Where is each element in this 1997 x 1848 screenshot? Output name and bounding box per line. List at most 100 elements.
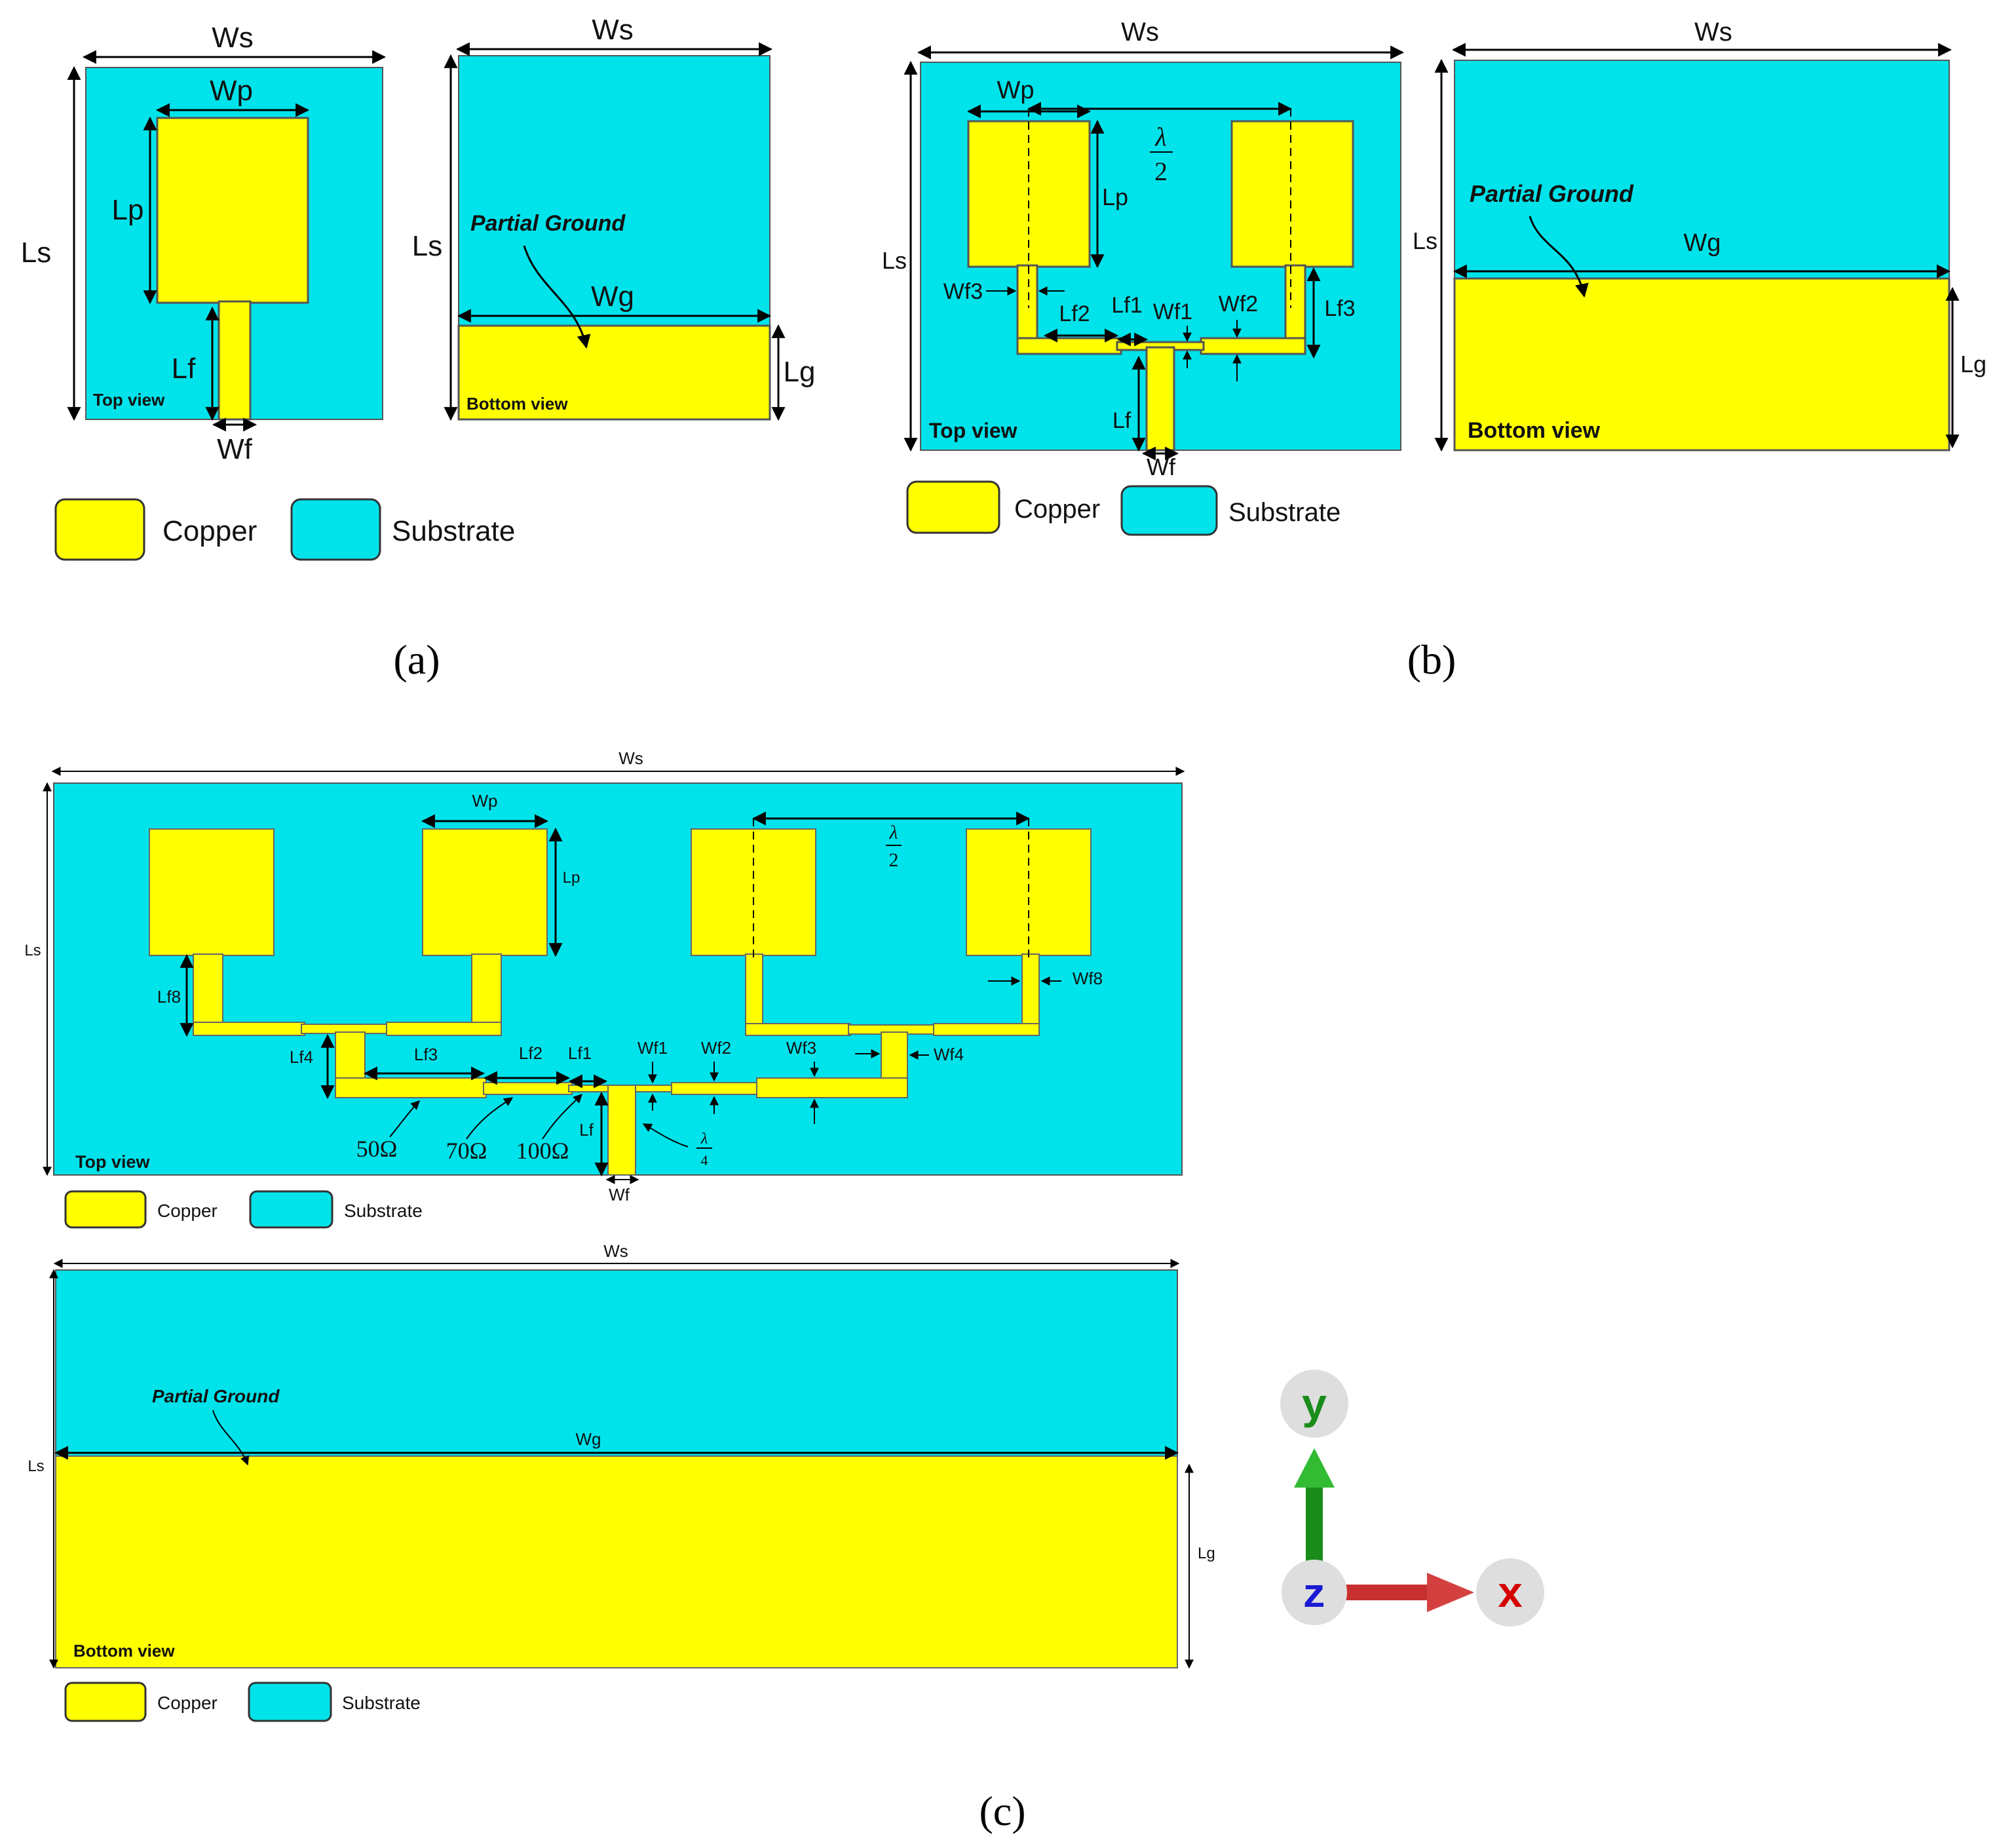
copper-label: Copper	[1014, 495, 1100, 524]
copper-swatch	[64, 1682, 147, 1722]
copper-label: Copper	[162, 515, 257, 547]
feed-main	[1145, 346, 1175, 452]
view-label: Bottom view	[73, 1641, 175, 1661]
feed-right-horizontal	[1200, 337, 1306, 355]
label-ls: Ls	[882, 247, 907, 274]
substrate-label: Substrate	[1228, 498, 1341, 527]
ground-plane	[1453, 277, 1950, 452]
partial-ground-label: Partial Ground	[152, 1386, 280, 1406]
label-lf: Lf	[579, 1120, 594, 1140]
substrate-label: Substrate	[392, 515, 515, 547]
line-lower-5	[671, 1082, 761, 1095]
label-wp: Wp	[210, 75, 253, 107]
imp-50-arrow	[389, 1100, 420, 1138]
label-wf2: Wf2	[701, 1038, 731, 1058]
label-ls: Ls	[24, 942, 41, 959]
label-lp: Lp	[1102, 183, 1128, 210]
label-lf2: Lf2	[519, 1043, 542, 1063]
z-axis-label: z	[1302, 1573, 1326, 1619]
label-wf3: Wf3	[943, 279, 983, 304]
view-label: Bottom view	[1468, 418, 1601, 443]
lambda4-arrow	[642, 1123, 689, 1147]
copper-swatch	[906, 480, 1000, 534]
panel-caption: (a)	[393, 636, 440, 683]
line-lower-1	[335, 1077, 487, 1098]
lambda-num: λ	[1154, 122, 1166, 151]
panel-b: Ws Wp λ 2 Lp Ls Wf3 Lf2 Lf1 Wf1 Wf2 Lf3 …	[882, 18, 1987, 683]
copper-label: Copper	[157, 1693, 218, 1713]
label-lp: Lp	[112, 194, 144, 226]
label-ws: Ws	[603, 1241, 628, 1261]
legend: Copper Substrate	[906, 480, 1341, 536]
copper-label: Copper	[157, 1201, 218, 1221]
panel-b-bottom-view: Ws Ls Wg Lg Partial Ground Bottom view	[1413, 18, 1987, 452]
panel-caption: (b)	[1407, 636, 1456, 683]
substrate-label: Substrate	[344, 1201, 423, 1221]
legend-top: Copper Substrate	[64, 1190, 423, 1229]
view-label: Top view	[929, 419, 1018, 442]
feed-line	[218, 300, 252, 421]
label-wf: Wf	[217, 433, 253, 465]
label-lf1: Lf1	[568, 1043, 592, 1063]
panel-c: λ 2 Ws Wp Lp Ls Lf8 Lf4 Lf3 Lf2 Lf1 Wf1 …	[24, 748, 1215, 1834]
lambda2-den: 2	[889, 849, 899, 871]
impedance-50: 50Ω	[356, 1136, 398, 1162]
label-lf1: Lf1	[1111, 293, 1142, 318]
view-label: Top view	[93, 390, 165, 410]
panel-a: Ws Wp Lp Ls Lf Wf Top view Ws Ls Wg Lg P…	[21, 14, 816, 683]
x-axis-head	[1427, 1573, 1474, 1612]
substrate-swatch	[249, 1190, 333, 1229]
feed-main	[607, 1085, 636, 1176]
label-lp: Lp	[563, 869, 580, 887]
partial-ground-label: Partial Ground	[470, 211, 626, 236]
legend: Copper Substrate	[54, 498, 515, 561]
panel-b-top-view: Ws Wp λ 2 Lp Ls Wf3 Lf2 Lf1 Wf1 Wf2 Lf3 …	[882, 18, 1405, 480]
label-wg: Wg	[576, 1429, 601, 1449]
impedance-100: 100Ω	[516, 1138, 569, 1164]
z-axis-ball	[1282, 1560, 1347, 1625]
label-lg: Lg	[1198, 1545, 1215, 1562]
label-wp: Wp	[997, 77, 1035, 104]
line-lower-6	[756, 1077, 908, 1098]
lambda-den: 2	[1154, 157, 1168, 186]
label-lg: Lg	[784, 356, 816, 388]
patch-right	[1230, 120, 1354, 268]
label-wf3: Wf3	[786, 1038, 816, 1058]
substrate-label: Substrate	[342, 1693, 421, 1713]
y-axis-label: y	[1301, 1383, 1327, 1432]
label-wg: Wg	[591, 280, 634, 313]
label-ls: Ls	[28, 1457, 44, 1475]
line-lower-2	[483, 1082, 573, 1095]
label-lg: Lg	[1960, 351, 1987, 377]
panel-caption: (c)	[979, 1788, 1025, 1834]
label-ws: Ws	[1121, 18, 1159, 47]
lambda4-den: 4	[701, 1152, 708, 1168]
label-wf4: Wf4	[934, 1045, 964, 1064]
label-ls: Ls	[1413, 227, 1437, 254]
axes-triad: y z x	[1280, 1370, 1544, 1627]
line-lower-4	[634, 1085, 674, 1092]
label-lf8: Lf8	[157, 987, 181, 1007]
label-wg: Wg	[1684, 229, 1721, 257]
partial-ground-label: Partial Ground	[1470, 180, 1634, 207]
label-wf: Wf	[1147, 453, 1176, 480]
partial-ground-arrow	[212, 1410, 250, 1466]
label-ls: Ls	[21, 237, 51, 269]
substrate-swatch	[248, 1682, 332, 1722]
substrate-swatch	[1120, 485, 1218, 536]
line-upper-1	[193, 1022, 305, 1036]
panel-c-bottom-view: Ws Ls Wg Lg Partial Ground Bottom view	[28, 1241, 1215, 1669]
label-wf2: Wf2	[1219, 292, 1258, 317]
label-lf2: Lf2	[1059, 301, 1090, 326]
patch-2	[422, 828, 548, 956]
x-axis-shaft	[1340, 1585, 1428, 1600]
label-wf: Wf	[609, 1185, 630, 1204]
ground-plane	[457, 324, 771, 421]
label-wp: Wp	[472, 791, 498, 811]
label-lf: Lf	[172, 353, 196, 385]
x-axis-label: x	[1497, 1571, 1523, 1620]
copper-swatch	[64, 1190, 147, 1229]
label-ws: Ws	[592, 14, 634, 46]
panel-a-top-view: Ws Wp Lp Ls Lf Wf Top view	[21, 22, 387, 465]
